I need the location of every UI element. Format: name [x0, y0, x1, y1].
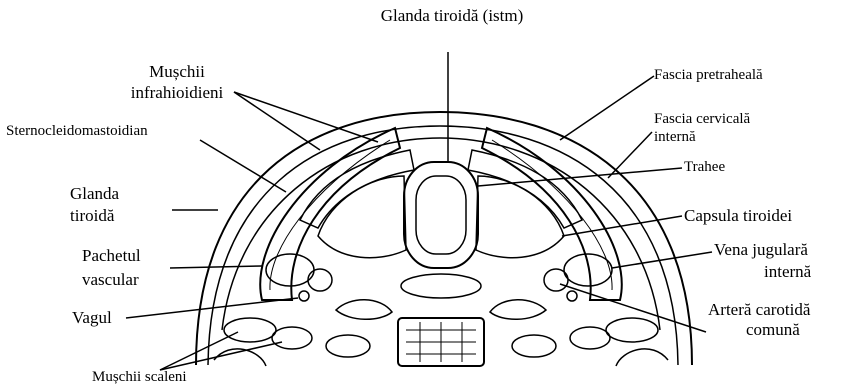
- left-vagus-nerve: [299, 291, 309, 301]
- label-muschii-scaleni: Mușchii scaleni: [92, 368, 187, 387]
- label-muschii-infrahioidieni-line2: infrahioidieni: [104, 83, 250, 102]
- left-jugular-vein: [266, 254, 314, 286]
- left-carotid-artery: [308, 269, 332, 291]
- label-glanda-tiroida-line2: tiroidă: [70, 206, 114, 225]
- right-scalene-b: [570, 327, 610, 349]
- right-thyroid-lobe: [476, 176, 564, 258]
- right-carotid-artery: [544, 269, 568, 291]
- label-vagul: Vagul: [72, 308, 112, 327]
- label-vena-jugulara-line1: Vena jugulară: [714, 240, 808, 259]
- leader-fascia-pretraheala: [560, 76, 654, 140]
- label-muschii-infrahioidieni-line1: Mușchii: [112, 62, 242, 81]
- trachea-inner: [416, 176, 466, 254]
- right-posterior-muscle: [616, 349, 668, 366]
- label-fascia-pretraheala: Fascia pretraheală: [654, 66, 763, 85]
- left-scalene-b: [272, 327, 312, 349]
- label-fascia-cervicala-line2: internă: [654, 128, 696, 147]
- label-artera-carotida-line1: Arteră carotidă: [708, 300, 810, 319]
- label-artera-carotida-line2: comună: [746, 320, 800, 339]
- leader-muschii-b: [234, 92, 378, 142]
- left-scalene-c: [326, 335, 370, 357]
- right-prevertebral-muscle: [490, 300, 546, 320]
- right-scalene-a: [606, 318, 658, 342]
- esophagus: [401, 274, 481, 298]
- leader-scaleni-b: [160, 342, 282, 370]
- vertebral-pattern: [406, 322, 476, 362]
- label-pachetul-vascular-line1: Pachetul: [82, 246, 141, 265]
- label-vena-jugulara-line2: internă: [764, 262, 811, 281]
- left-prevertebral-muscle: [336, 300, 392, 320]
- label-trahee: Trahee: [684, 158, 725, 177]
- left-scalene-a: [224, 318, 276, 342]
- label-sternocleidomastoidian: Sternocleidomastoidian: [6, 122, 148, 141]
- label-pachetul-vascular-line2: vascular: [82, 270, 139, 289]
- right-scalene-c: [512, 335, 556, 357]
- leader-pachetul: [170, 266, 262, 268]
- outer-skin-contour: [196, 112, 692, 365]
- left-thyroid-lobe: [318, 176, 406, 258]
- label-glanda-tiroida-line1: Glanda: [70, 184, 119, 203]
- label-glanda-tiroida-istm: Glanda tiroidă (istm): [352, 6, 552, 25]
- right-jugular-vein: [564, 254, 612, 286]
- label-capsula-tiroidei: Capsula tiroidei: [684, 206, 792, 225]
- right-vagus-nerve: [567, 291, 577, 301]
- trachea-outer: [404, 162, 478, 268]
- fascia-layer: [222, 138, 660, 330]
- label-fascia-cervicala-line1: Fascia cervicală: [654, 110, 750, 129]
